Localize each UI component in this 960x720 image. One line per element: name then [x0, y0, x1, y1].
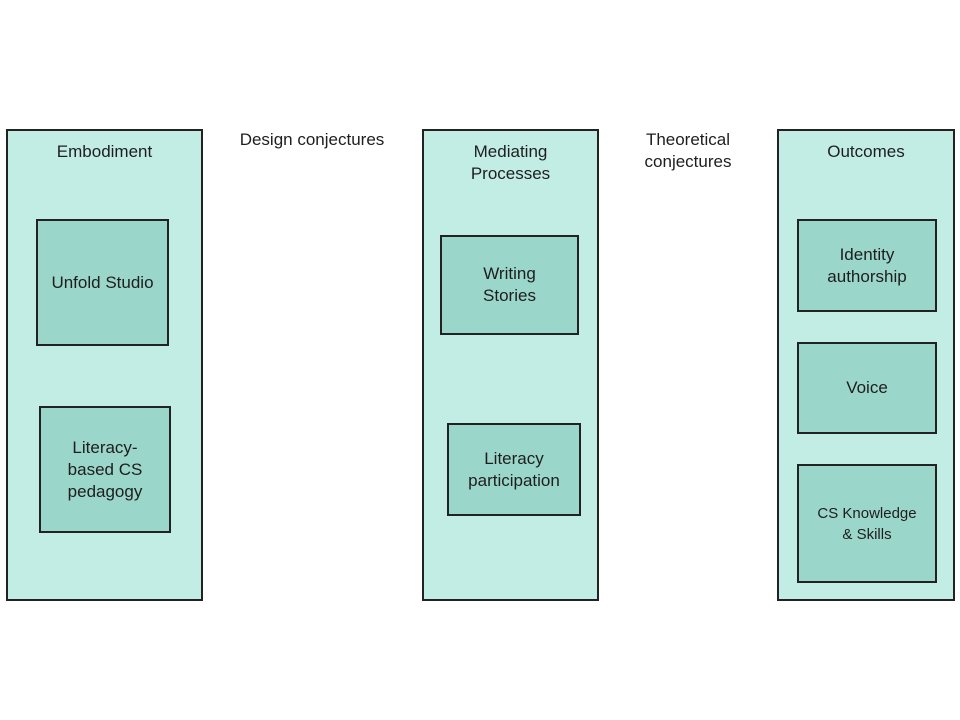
- identity-authorship-box: Identity authorship: [797, 219, 937, 312]
- mediating-processes-column-title: Mediating Processes: [470, 142, 551, 183]
- mediating-processes-column: Mediating Processes Writing Stories Lite…: [422, 129, 599, 601]
- unfold-studio-box: Unfold Studio: [36, 219, 169, 346]
- writing-stories-box: Writing Stories: [440, 235, 579, 335]
- outcomes-column-title: Outcomes: [827, 142, 905, 161]
- embodiment-column: Embodiment Unfold Studio Literacy- based…: [6, 129, 203, 601]
- design-conjectures-label: Design conjectures: [239, 130, 385, 149]
- voice-box: Voice: [797, 342, 937, 434]
- literacy-based-cs-pedagogy-box: Literacy- based CS pedagogy: [39, 406, 171, 533]
- outcomes-column: Outcomes Identity authorship Voice CS Kn…: [777, 129, 955, 601]
- embodiment-column-title: Embodiment: [56, 142, 153, 161]
- literacy-participation-box: Literacy participation: [447, 423, 581, 516]
- theoretical-conjectures-label: Theoretical conjectures: [644, 130, 732, 171]
- cs-knowledge-skills-box: CS Knowledge & Skills: [797, 464, 937, 583]
